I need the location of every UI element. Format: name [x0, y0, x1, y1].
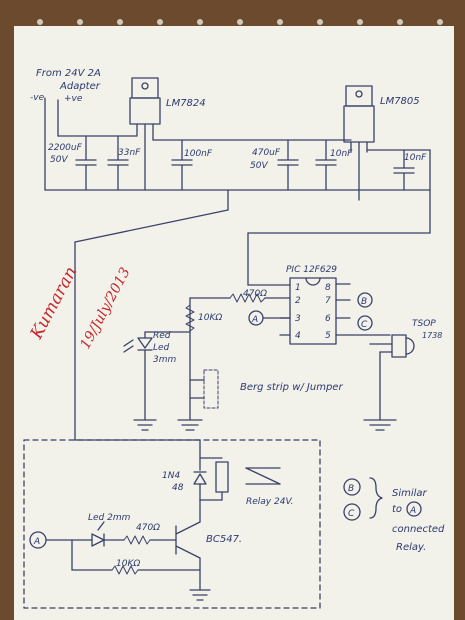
- relay-label: Relay 24V.: [246, 497, 293, 507]
- diode-label: 1N4: [162, 471, 180, 481]
- c4-voltage: 50V: [250, 161, 268, 171]
- svg-text:B: B: [361, 297, 367, 307]
- note-line-1: Similar: [392, 488, 428, 499]
- source-label: From 24V 2A: [36, 68, 101, 79]
- c6-label: 10nF: [404, 153, 427, 163]
- c2-label: 33nF: [118, 148, 141, 158]
- c1-voltage: 50V: [50, 155, 68, 165]
- led-label: Red: [153, 331, 171, 341]
- capacitor-bank: [75, 135, 415, 191]
- note-node-c: C: [343, 503, 361, 521]
- c4-label: 470uF: [252, 148, 281, 158]
- pin-2: 2: [295, 296, 301, 306]
- resistor-10k-base: [111, 565, 139, 575]
- diode-label-2: 48: [172, 483, 184, 493]
- r1-label: 470Ω: [243, 289, 267, 299]
- pic-chip: [279, 277, 391, 345]
- led-label-3: 3mm: [153, 355, 176, 365]
- paper-sheet: [14, 26, 454, 620]
- relay-contacts: [245, 467, 281, 485]
- resistor-470: [229, 293, 266, 303]
- plus-label: +ve: [64, 94, 83, 104]
- tsop-label-2: 1738: [422, 331, 442, 340]
- flyback-diode: [193, 451, 207, 501]
- source-label-2: Adapter: [59, 81, 101, 92]
- note-node-a: A: [406, 501, 422, 517]
- binding-holes: [37, 19, 443, 25]
- lm7805-label: LM7805: [380, 96, 420, 107]
- led-2mm-label: Led 2mm: [88, 513, 131, 523]
- node-b-top: B: [357, 292, 373, 308]
- transistor-bc547: [175, 499, 201, 591]
- note-node-b: B: [343, 478, 361, 496]
- ground-relay: [189, 589, 211, 601]
- pin-6: 6: [325, 314, 331, 324]
- svg-text:A: A: [251, 315, 258, 325]
- pin-8: 8: [325, 283, 331, 293]
- pin-3: 3: [295, 314, 301, 324]
- c5-label: 10nF: [330, 149, 353, 159]
- pin-7: 7: [325, 296, 331, 306]
- regulator-lm7824: [129, 77, 161, 191]
- svg-text:A: A: [409, 506, 416, 516]
- tsop-label: TSOP: [412, 319, 436, 329]
- resistor-10k: [185, 304, 195, 332]
- pin-1: 1: [295, 283, 301, 293]
- c1-label: 2200uF: [48, 143, 83, 153]
- note-line-2: to: [392, 504, 402, 515]
- svg-text:C: C: [361, 320, 368, 330]
- pic-label: PIC 12F629: [286, 265, 337, 275]
- resistor-470-base: [123, 535, 151, 545]
- r3-label: 470Ω: [136, 523, 160, 533]
- transistor-label: BC547.: [206, 534, 242, 545]
- red-led: [123, 331, 191, 421]
- led-label-2: Led: [153, 343, 170, 353]
- tsop-sensor: [369, 334, 415, 421]
- node-c-top: C: [357, 315, 373, 331]
- r4-label: 10KΩ: [116, 559, 140, 569]
- power-rails: [44, 97, 431, 234]
- minus-label: -ve: [30, 93, 45, 103]
- svg-text:B: B: [348, 484, 354, 494]
- note-line-3: connected: [392, 524, 445, 535]
- c3-label: 100nF: [184, 149, 213, 159]
- r2-label: 10KΩ: [198, 313, 222, 323]
- svg-text:A: A: [33, 537, 40, 547]
- svg-text:C: C: [348, 509, 355, 519]
- pin-4: 4: [295, 331, 301, 341]
- pin-5: 5: [325, 331, 331, 341]
- lm7824-label: LM7824: [166, 98, 206, 109]
- note-line-4: Relay.: [396, 542, 426, 553]
- berg-strip-jumper: [189, 369, 219, 409]
- jumper-label: Berg strip w/ Jumper: [240, 382, 343, 393]
- note-brace: [369, 477, 383, 519]
- ground-symbols: [133, 419, 397, 431]
- relay-coil: [199, 457, 229, 501]
